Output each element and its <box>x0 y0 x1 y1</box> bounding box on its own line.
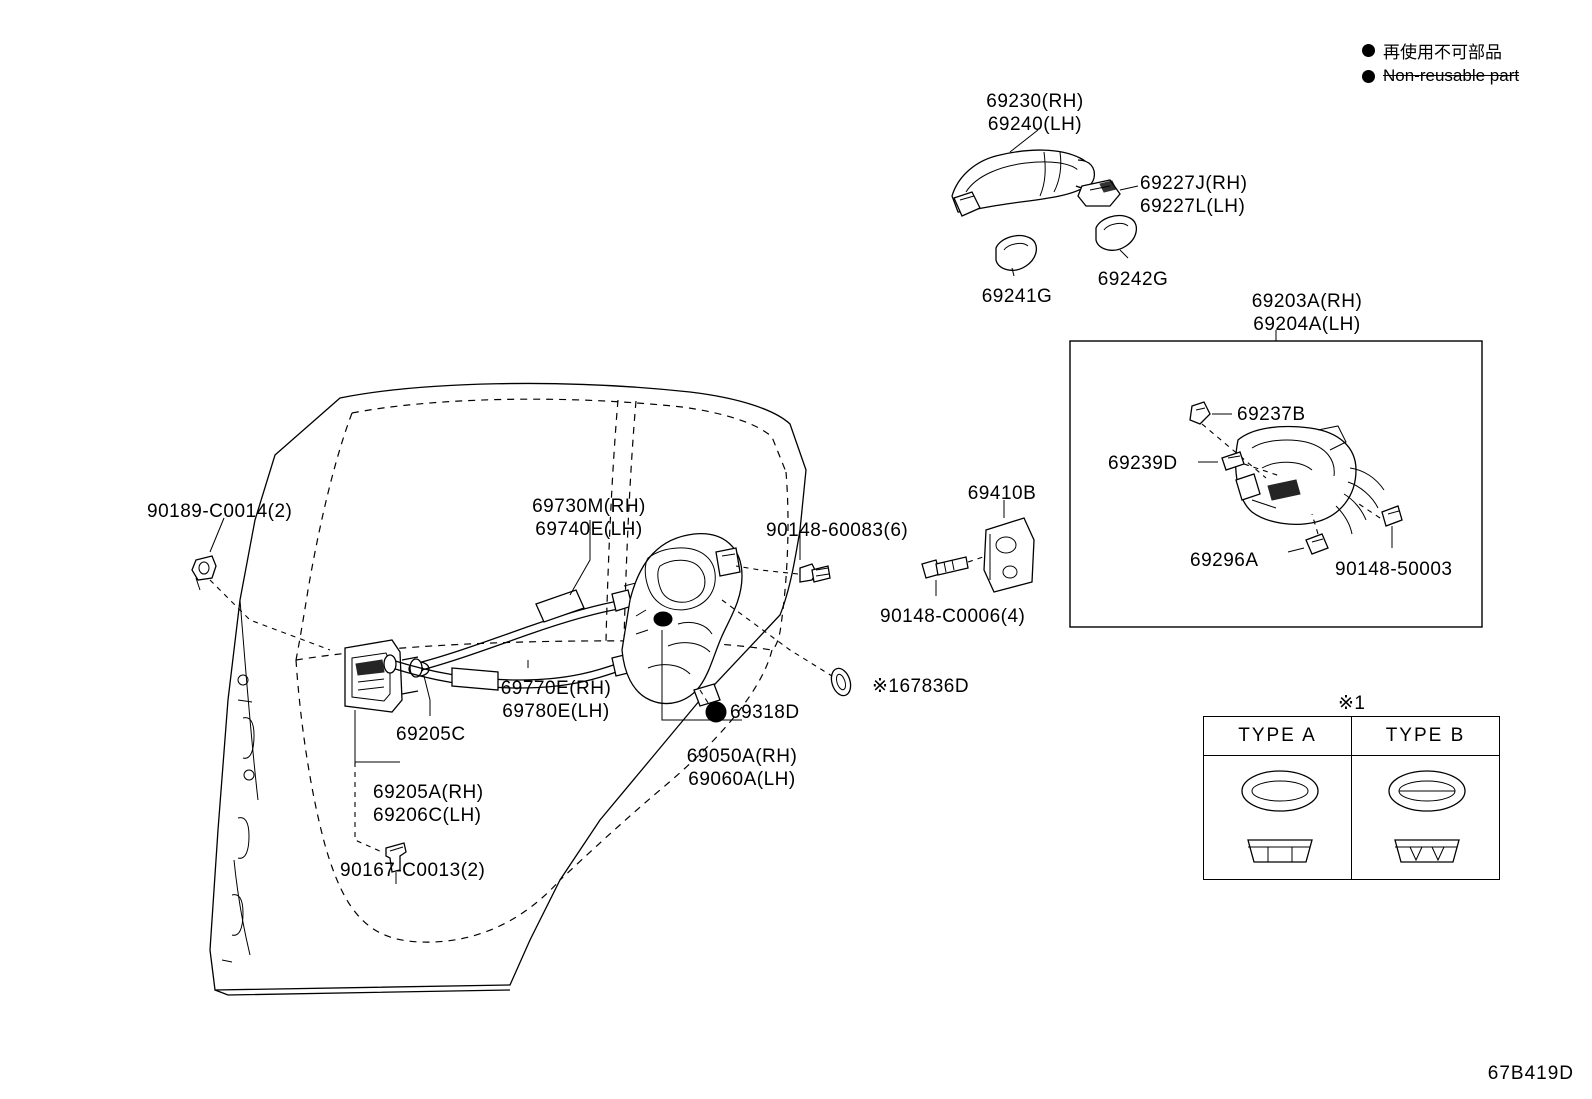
label-line: 69240(LH) <box>987 114 1083 135</box>
type-a-illustration <box>1241 770 1319 863</box>
legend-nonreusable-en: Non-reusable part <box>1362 66 1519 86</box>
part-inside-handle <box>344 639 419 713</box>
label-line: 69296A <box>1190 550 1259 571</box>
type-a-header: TYPE A <box>1204 717 1352 755</box>
label-line: 69205A(RH) <box>373 782 484 803</box>
label-90148-60083: 90148-60083(6) <box>766 519 908 542</box>
part-door-lock-69050a <box>621 533 743 707</box>
label-69241g: 69241G <box>982 285 1053 308</box>
label-90148-50003: 90148-50003 <box>1335 558 1453 581</box>
label-line: ※167836D <box>872 676 970 697</box>
label-line: 69230(RH) <box>986 91 1084 112</box>
part-outside-handle-69230 <box>951 149 1096 217</box>
label-line: 69227L(LH) <box>1140 196 1246 217</box>
label-line: 90148-50003 <box>1335 559 1453 580</box>
note-marker-1: ※1 <box>1338 693 1366 714</box>
label-line: 90148-C0006(4) <box>880 606 1026 627</box>
label-69205c: 69205C <box>396 723 466 746</box>
part-screw-90167 <box>385 842 407 873</box>
label-69050a: 69050A(RH) 69060A(LH) <box>687 745 798 791</box>
legend-label-en: Non-reusable part <box>1383 66 1520 85</box>
part-clip-69239d <box>1221 451 1245 471</box>
label-line: 69770E(RH) <box>500 678 612 699</box>
label-handle-cover: 69227J(RH) 69227L(LH) <box>1140 172 1247 218</box>
legend-dot-icon <box>1362 44 1375 57</box>
label-line: 69241G <box>981 286 1053 307</box>
label-line: 69204A(LH) <box>1253 314 1361 335</box>
label-line: 69780E(LH) <box>502 701 610 722</box>
part-latch-69203a <box>1235 425 1385 535</box>
label-line: 90148-60083(6) <box>766 520 909 541</box>
part-screw-90148-60083 <box>799 563 831 583</box>
label-90148-c0006: 90148-C0006(4) <box>880 605 1025 628</box>
label-line: 69203A(RH) <box>1251 291 1363 312</box>
label-69410b: 69410B <box>968 482 1037 505</box>
label-line: 69740E(LH) <box>535 519 643 540</box>
type-b-cell <box>1352 756 1499 880</box>
legend-nonreusable-jp: 再使用不可部品 <box>1362 38 1502 63</box>
part-screw-69296a <box>1305 533 1329 555</box>
type-b-header: TYPE B <box>1385 725 1466 746</box>
label-line: 69318D <box>730 702 800 723</box>
label-167836d: ※167836D <box>872 675 969 698</box>
label-outside-handle: 69230(RH) 69240(LH) <box>986 90 1083 136</box>
label-line: 69227J(RH) <box>1140 173 1248 194</box>
label-69239d: 69239D <box>1108 452 1178 475</box>
label-line: 69205C <box>396 724 466 745</box>
part-cover-69242g <box>1095 214 1137 251</box>
part-clip-69237b <box>1189 401 1211 425</box>
label-69730m: 69730M(RH) 69740E(LH) <box>532 495 646 541</box>
label-69203a: 69203A(RH) 69204A(LH) <box>1252 290 1363 336</box>
part-clip-90189 <box>191 555 217 591</box>
label-69318d: 69318D <box>730 701 800 724</box>
label-line: 69050A(RH) <box>686 746 798 767</box>
type-table-header: TYPE A TYPE B <box>1204 717 1499 756</box>
label-69242g: 69242G <box>1098 268 1169 291</box>
type-table: TYPE A TYPE B <box>1203 716 1500 880</box>
label-line: 69410B <box>967 483 1037 504</box>
legend-dot-icon <box>1362 69 1375 83</box>
part-cable-69730m <box>409 582 637 678</box>
label-line: 69237B <box>1237 404 1306 425</box>
drawing-code: 67B419D <box>1487 1063 1574 1084</box>
part-screw-90148-50003 <box>1381 505 1403 527</box>
part-cable-69770e <box>383 653 633 691</box>
type-table-body <box>1204 756 1499 880</box>
label-line: 69242G <box>1097 269 1169 290</box>
label-line: 69730M(RH) <box>532 496 646 517</box>
part-striker-69410b <box>983 517 1035 593</box>
label-69296a: 69296A <box>1190 549 1259 572</box>
part-bolt-90148-c0006 <box>921 556 969 579</box>
label-line: 90189-C0014(2) <box>147 501 293 522</box>
label-line: 69239D <box>1108 453 1178 474</box>
label-90189-c0014: 90189-C0014(2) <box>147 500 292 523</box>
type-a-cell <box>1204 756 1352 880</box>
label-line: 69060A(LH) <box>688 769 796 790</box>
label-line: 69206C(LH) <box>373 805 482 826</box>
part-cap-69241g <box>995 234 1037 271</box>
label-69237b: 69237B <box>1237 403 1306 426</box>
marker-nonreusable-69318d <box>705 701 727 723</box>
part-cover-69227j <box>1077 179 1121 207</box>
label-90167-c0013: 90167-C0013(2) <box>340 859 485 882</box>
legend-label-jp: 再使用不可部品 <box>1383 43 1502 62</box>
type-b-illustration <box>1388 770 1466 863</box>
label-69205a: 69205A(RH) 69206C(LH) <box>373 781 484 827</box>
label-line: 90167-C0013(2) <box>340 860 486 881</box>
label-69770e: 69770E(RH) 69780E(LH) <box>501 677 612 723</box>
part-grommet-167836d <box>830 667 852 697</box>
